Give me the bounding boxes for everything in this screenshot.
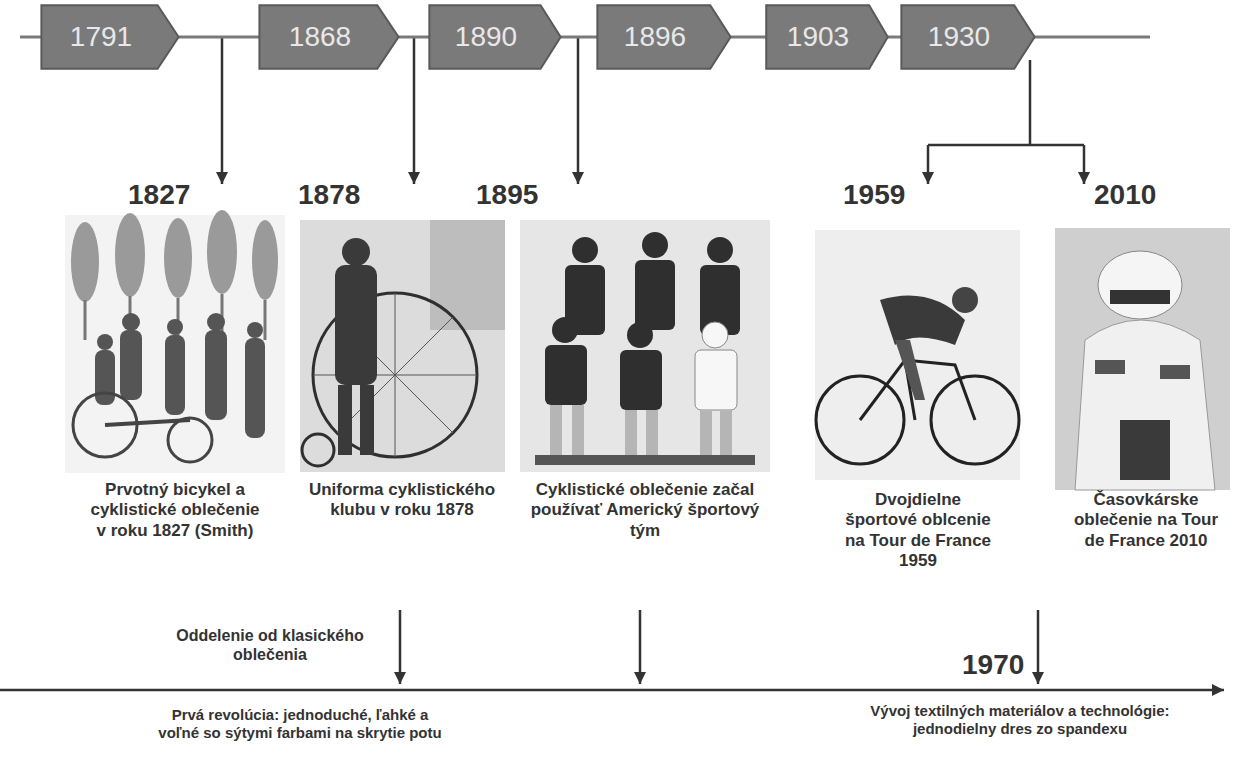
photo-1827	[65, 210, 285, 473]
year-chevron: 1890	[428, 4, 562, 70]
label-text: Cyklistické oblečenie začal používať Ame…	[531, 480, 760, 540]
photo-1895	[520, 220, 770, 472]
branch-line	[1029, 60, 1032, 145]
caption-text: Prvá revolúcia: jednoduché, ľahké a voľn…	[155, 706, 445, 742]
caption-text: Cyklistické oblečenie začal používať Ame…	[527, 480, 763, 541]
timeline-segment	[731, 36, 766, 39]
pointer-arrow	[413, 37, 416, 184]
label-text: 1827	[128, 179, 190, 210]
caption-text: Dvojdielne športové oblcenie na Tour de …	[838, 490, 998, 572]
photo-1878	[300, 220, 505, 472]
photo-2010	[1055, 228, 1230, 490]
label-text: 1895	[476, 179, 538, 210]
label-text: Uniforma cyklistického klubu v roku 1878	[309, 480, 495, 519]
year-label: 1970	[962, 648, 1032, 682]
era-axis	[0, 689, 1224, 692]
caption-text: Prvotný bicykel a cyklistické oblečenie …	[87, 480, 263, 541]
year-chevron: 1896	[596, 4, 732, 70]
label-text: Časovkárske oblečenie na Tour de France …	[1074, 490, 1218, 550]
branch-line	[928, 144, 1084, 147]
caption-text: Vývoj textilných materiálov a technológi…	[850, 702, 1190, 738]
label-text: Vývoj textilných materiálov a technológi…	[870, 702, 1169, 737]
timeline-line	[1030, 36, 1150, 39]
caption-text: Časovkárske oblečenie na Tour de France …	[1064, 490, 1228, 551]
year-text: 1930	[928, 21, 990, 53]
timeline-line	[20, 36, 42, 39]
year-label: 1878	[298, 178, 380, 212]
label-text: Oddelenie od klasického oblečenia	[176, 627, 364, 663]
label-text: 1878	[298, 179, 360, 210]
timeline-segment	[888, 36, 901, 39]
label-text: 1959	[843, 179, 905, 210]
timeline-segment	[561, 36, 597, 39]
photo-1959	[815, 230, 1020, 480]
caption-text: Oddelenie od klasického oblečenia	[150, 626, 390, 664]
year-chevron: 1791	[40, 4, 180, 70]
label-text: 1970	[962, 649, 1024, 680]
year-label: 1895	[476, 178, 558, 212]
pointer-arrow	[221, 37, 224, 184]
year-chevron: 1868	[258, 4, 400, 70]
pointer-arrow	[639, 610, 642, 684]
label-text: Dvojdielne športové oblcenie na Tour de …	[845, 490, 991, 570]
year-label: 1959	[843, 178, 925, 212]
year-text: 1896	[624, 21, 686, 53]
year-label: 1827	[128, 178, 210, 212]
pointer-arrow	[1037, 610, 1040, 684]
year-text: 1868	[289, 21, 351, 53]
label-text: Prvá revolúcia: jednoduché, ľahké a voľn…	[158, 706, 441, 741]
caption-text: Uniforma cyklistického klubu v roku 1878	[302, 480, 502, 521]
timeline-segment	[179, 36, 259, 39]
year-chevron: 1903	[765, 4, 889, 70]
label-text: 2010	[1094, 179, 1156, 210]
label-text: Prvotný bicykel a cyklistické oblečenie …	[90, 480, 259, 540]
year-label: 2010	[1094, 178, 1176, 212]
year-text: 1903	[787, 21, 849, 53]
pointer-arrow	[1083, 145, 1086, 184]
year-text: 1791	[70, 21, 132, 53]
year-text: 1890	[455, 21, 517, 53]
timeline-segment	[399, 36, 429, 39]
year-chevron: 1930	[900, 4, 1036, 70]
pointer-arrow	[399, 610, 402, 684]
pointer-arrow	[577, 37, 580, 184]
pointer-arrow	[927, 145, 930, 184]
